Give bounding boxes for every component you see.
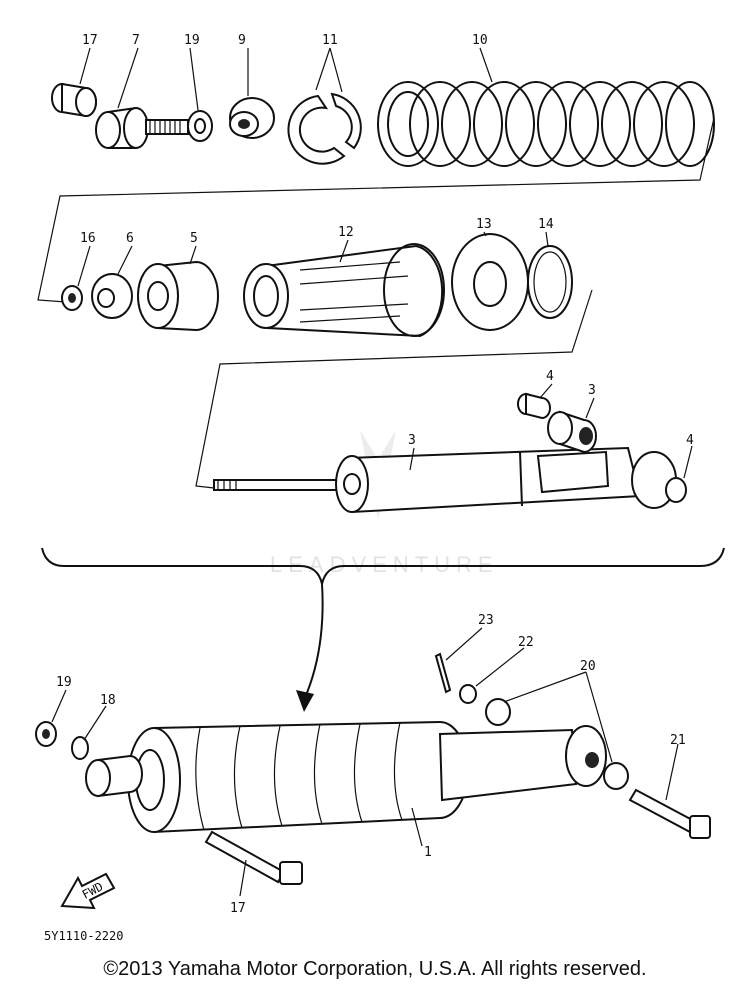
bracket-row-2-3 bbox=[195, 289, 593, 489]
part-5-bump-stop bbox=[137, 260, 219, 332]
label-13: 12 bbox=[338, 225, 354, 240]
label-11: 10 bbox=[472, 33, 488, 48]
label-12: 11 bbox=[322, 33, 338, 48]
label-17: 17 bbox=[230, 901, 246, 916]
label-3: 3 bbox=[588, 383, 596, 398]
part-22-washer bbox=[459, 684, 477, 704]
part-23-cotter-pin bbox=[434, 652, 452, 694]
part-12-split-retainer bbox=[287, 92, 362, 165]
leaders-bottom bbox=[51, 627, 679, 897]
part-16-washer bbox=[61, 285, 83, 311]
label-8: 17 bbox=[82, 33, 98, 48]
label-7: 7 bbox=[132, 33, 140, 48]
fwd-arrow-icon: FWD bbox=[60, 872, 116, 910]
part-6-washer bbox=[91, 273, 133, 319]
part-21-bolt bbox=[628, 788, 711, 839]
label-21: 21 bbox=[670, 733, 686, 748]
label-4-upper: 4 bbox=[546, 369, 554, 384]
leaders-row-1 bbox=[79, 47, 493, 111]
drawing-code: 5Y1110-2220 bbox=[44, 929, 123, 943]
label-10: 9 bbox=[238, 33, 246, 48]
label-2: 3 bbox=[408, 433, 416, 448]
threaded-bolt bbox=[145, 119, 189, 135]
label-15: 14 bbox=[538, 217, 554, 232]
part-8-bushing bbox=[51, 82, 97, 118]
part-20-spacer-lower bbox=[603, 762, 629, 790]
part-15-circlip bbox=[527, 245, 573, 319]
part-14-ring-plate bbox=[451, 233, 529, 331]
part-11-coil-spring bbox=[377, 81, 715, 167]
part-2-damper-body bbox=[213, 446, 687, 514]
part-9-washer bbox=[187, 110, 213, 142]
part-10-nut bbox=[229, 97, 275, 139]
part-13-slotted-cover bbox=[243, 243, 445, 338]
part-3-bushing bbox=[547, 410, 597, 454]
part-20-spacer-upper bbox=[485, 698, 511, 726]
label-6: 6 bbox=[126, 231, 134, 246]
leaders-row-3 bbox=[409, 383, 693, 479]
label-1: 1 bbox=[424, 845, 432, 860]
part-1-shock-absorber bbox=[85, 720, 607, 834]
leaders-row-2 bbox=[77, 231, 549, 287]
label-14: 13 bbox=[476, 217, 492, 232]
part-17-bolt bbox=[204, 830, 303, 885]
label-20: 20 bbox=[580, 659, 596, 674]
assembly-arrowhead bbox=[296, 690, 314, 712]
assembly-arrow bbox=[303, 583, 324, 701]
label-23: 23 bbox=[478, 613, 494, 628]
label-4-right: 4 bbox=[686, 433, 694, 448]
label-16: 16 bbox=[80, 231, 96, 246]
label-19: 19 bbox=[56, 675, 72, 690]
label-22: 22 bbox=[518, 635, 534, 650]
label-18: 18 bbox=[100, 693, 116, 708]
bracket-row-1-2 bbox=[37, 117, 715, 303]
watermark: LEADVENTURE bbox=[270, 552, 499, 577]
part-7-collar bbox=[95, 106, 149, 149]
copyright-notice: ©2013 Yamaha Motor Corporation, U.S.A. A… bbox=[103, 958, 647, 980]
label-9: 19 bbox=[184, 33, 200, 48]
part-4-collar-upper bbox=[517, 392, 551, 420]
part-18-washer bbox=[71, 736, 89, 760]
label-5: 5 bbox=[190, 231, 198, 246]
